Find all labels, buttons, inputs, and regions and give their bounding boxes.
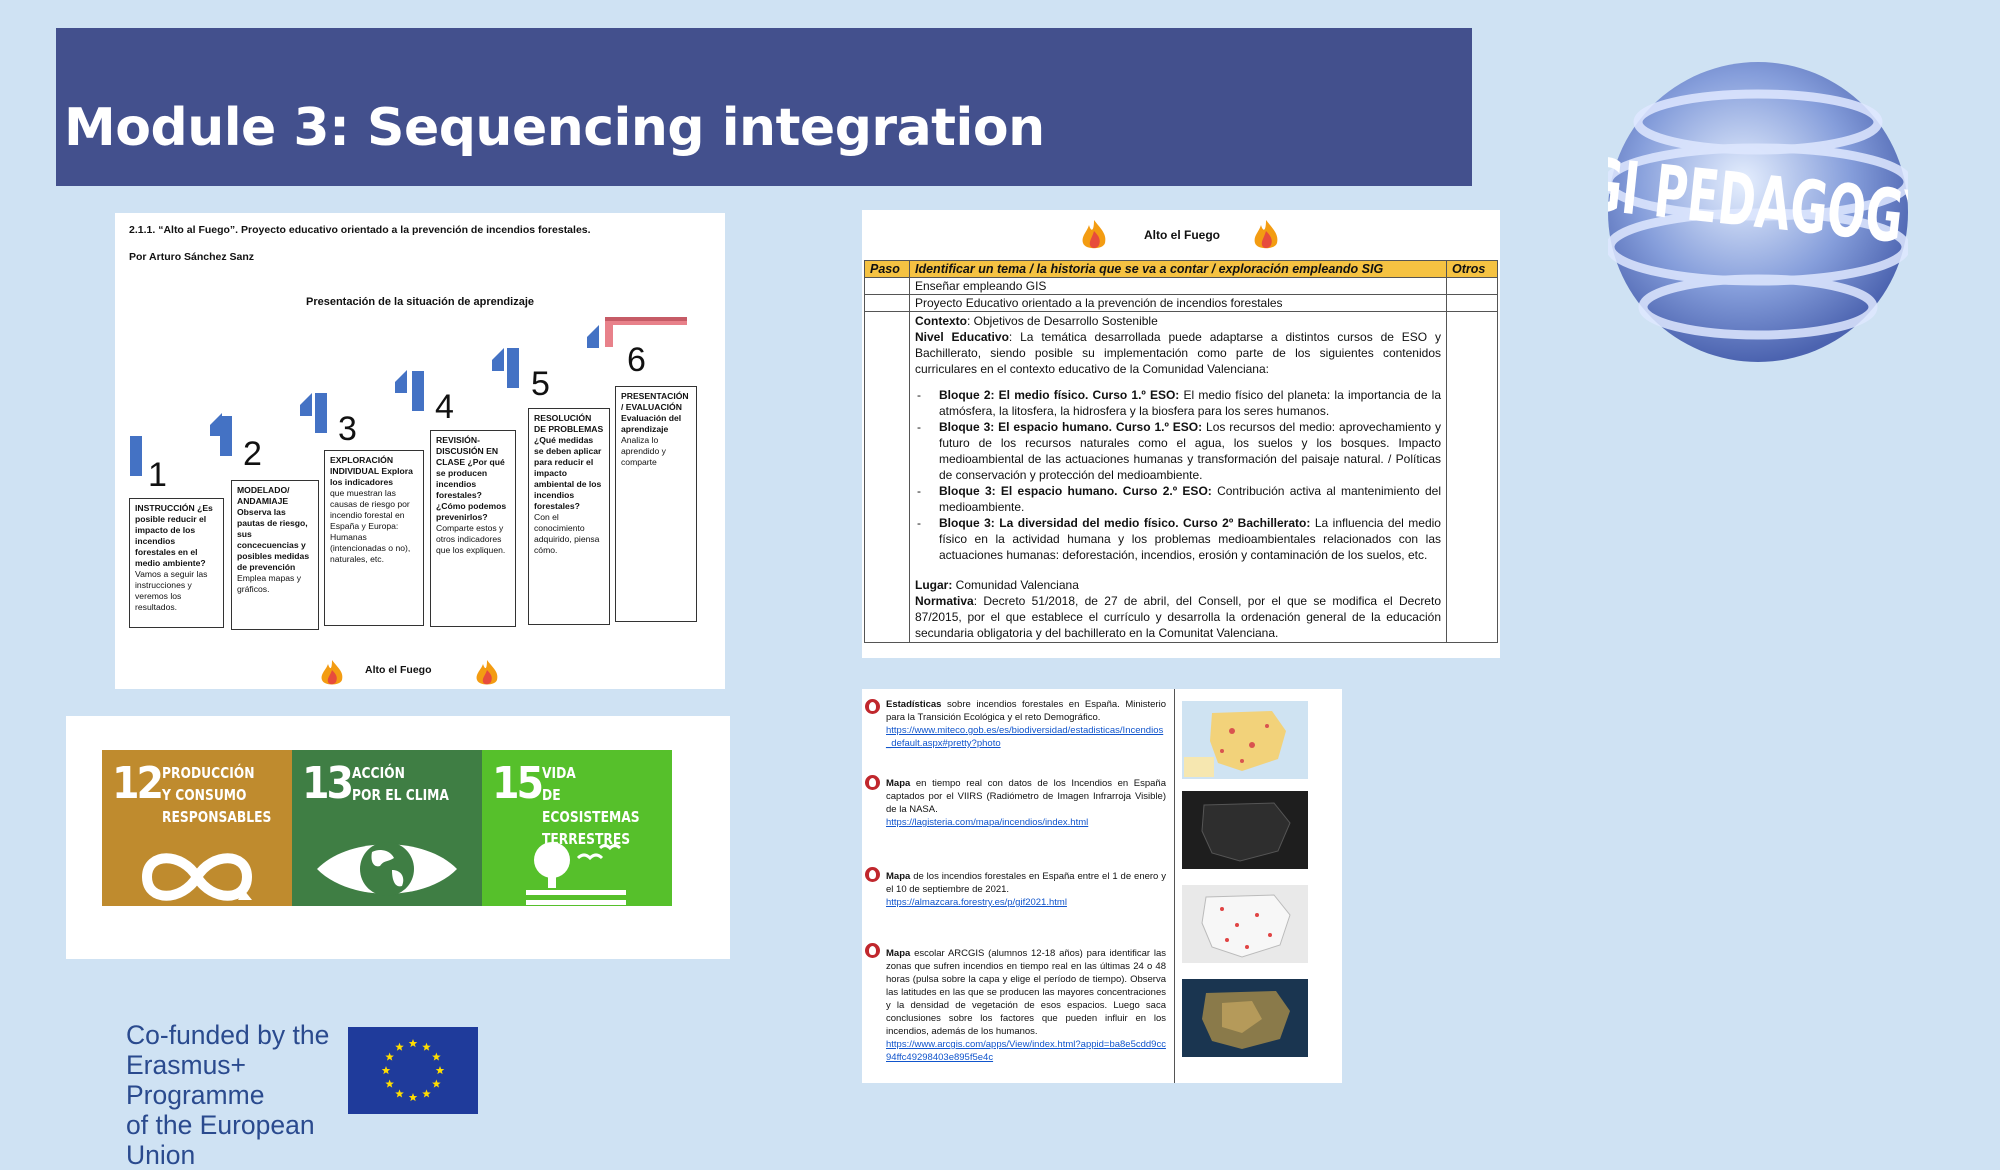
title-banner: Module 3: Sequencing integration	[56, 28, 1472, 186]
cofunded-text: Co-funded by the Erasmus+ Programme of t…	[126, 1020, 330, 1170]
fire-icon	[321, 660, 343, 685]
col-main: Identificar un tema / la historia que se…	[909, 260, 1447, 278]
table-content-cell: Contexto: Objetivos de Desarrollo Sosten…	[909, 311, 1447, 643]
resources-panel: Estadísticas sobre incendios forestales …	[862, 689, 1342, 1083]
steps-author: Por Arturo Sánchez Sanz	[129, 251, 255, 263]
curriculum-table: Paso Identificar un tema / la historia q…	[864, 260, 1498, 643]
list-item: Bloque 3: El espacio humano. Curso 2.º E…	[917, 483, 1441, 515]
eu-flag-icon	[348, 1027, 478, 1114]
eu-star	[385, 1079, 394, 1088]
eu-star	[432, 1052, 441, 1061]
list-item: Bloque 2: El medio físico. Curso 1.º ESO…	[917, 387, 1441, 419]
table-row: Proyecto Educativo orientado a la preven…	[864, 294, 1498, 312]
infinity-icon	[141, 853, 253, 901]
eye-earth-icon	[317, 842, 457, 896]
fire-icon	[865, 775, 880, 790]
steps-heading: 2.1.1. “Alto al Fuego”. Proyecto educati…	[129, 224, 591, 236]
resource-item: Estadísticas sobre incendios forestales …	[886, 699, 1166, 749]
eu-star	[385, 1052, 394, 1061]
eu-star	[381, 1066, 391, 1075]
eu-star	[435, 1066, 445, 1075]
resource-link[interactable]: https://almazcara.forestry.es/p/gif2021.…	[886, 897, 1067, 908]
col-paso: Paso	[864, 260, 910, 278]
resource-item: Mapa en tiempo real con datos de los Inc…	[886, 778, 1166, 828]
resource-item: Mapa escolar ARCGIS (alumnos 12-18 años)…	[886, 948, 1166, 1063]
eu-star	[395, 1089, 404, 1098]
table-header-row: Paso Identificar un tema / la historia q…	[864, 260, 1498, 278]
table-row: Enseñar empleando GIS	[864, 277, 1498, 295]
bloques-list: Bloque 2: El medio físico. Curso 1.º ESO…	[915, 387, 1441, 563]
resource-link[interactable]: https://www.arcgis.com/apps/View/index.h…	[886, 1039, 1166, 1063]
map-thumbnail-realtime	[1182, 791, 1308, 869]
staircase-graphic	[130, 317, 687, 476]
step-number-5: 5	[531, 365, 550, 403]
step-number-4: 4	[435, 388, 454, 426]
list-item: Bloque 3: El espacio humano. Curso 1.º E…	[917, 419, 1441, 483]
list-item: Bloque 3: La diversidad del medio físico…	[917, 515, 1441, 563]
step-number-2: 2	[243, 435, 262, 473]
gi-pedagogy-logo: GI PEDAGOGY	[1581, 22, 1939, 372]
page-title: Module 3: Sequencing integration	[64, 98, 1045, 158]
col-otros: Otros	[1446, 260, 1498, 278]
map-thumbnail-arcgis	[1182, 979, 1308, 1057]
learning-steps-panel: 2.1.1. “Alto al Fuego”. Proyecto educati…	[115, 213, 725, 689]
steps-footer-title: Alto el Fuego	[365, 664, 432, 676]
fire-icon	[1082, 220, 1106, 249]
tree-birds-icon	[526, 842, 626, 905]
fire-icon	[865, 943, 880, 958]
fire-icon	[476, 660, 498, 685]
table-row: Contexto: Objetivos de Desarrollo Sosten…	[864, 311, 1498, 643]
resource-item: Mapa de los incendios forestales en Espa…	[886, 871, 1166, 908]
step-box-1: INSTRUCCIÓN ¿Es posible reducir el impac…	[129, 498, 224, 628]
steps-title: Presentación de la situación de aprendiz…	[305, 296, 535, 308]
step-box-3: EXPLORACIÓN INDIVIDUAL Explora los indic…	[324, 450, 424, 626]
fire-icon	[865, 867, 880, 882]
eu-star	[422, 1089, 431, 1098]
map-thumbnail-2021	[1182, 885, 1308, 963]
step-number-3: 3	[338, 410, 357, 448]
resource-link[interactable]: https://lagisteria.com/mapa/incendios/in…	[886, 817, 1089, 828]
table-title: Alto el Fuego	[1144, 228, 1220, 242]
curriculum-table-panel: Alto el Fuego Paso Identificar un tema /…	[862, 210, 1500, 658]
eu-star	[408, 1039, 418, 1048]
eu-star	[432, 1079, 441, 1088]
eu-star	[422, 1042, 431, 1051]
eu-star	[395, 1042, 404, 1051]
map-thumbnail-statistics	[1182, 701, 1308, 779]
step-number-1: 1	[148, 456, 167, 494]
step-number-6: 6	[627, 341, 646, 379]
step-box-4: REVISIÓN-DISCUSIÓN EN CLASE ¿Por qué se …	[430, 430, 516, 627]
eu-star	[408, 1093, 418, 1102]
step-box-5: RESOLUCIÓN DE PROBLEMAS ¿Qué medidas se …	[528, 408, 610, 625]
fire-icon	[865, 699, 880, 714]
step-box-2: MODELADO/ ANDAMIAJE Observa las pautas d…	[231, 480, 319, 630]
fire-icon	[1254, 220, 1278, 249]
step-box-6: PRESENTACIÓN / EVALUACIÓN Evaluación del…	[615, 386, 697, 622]
resource-link[interactable]: https://www.miteco.gob.es/es/biodiversid…	[886, 725, 1164, 749]
